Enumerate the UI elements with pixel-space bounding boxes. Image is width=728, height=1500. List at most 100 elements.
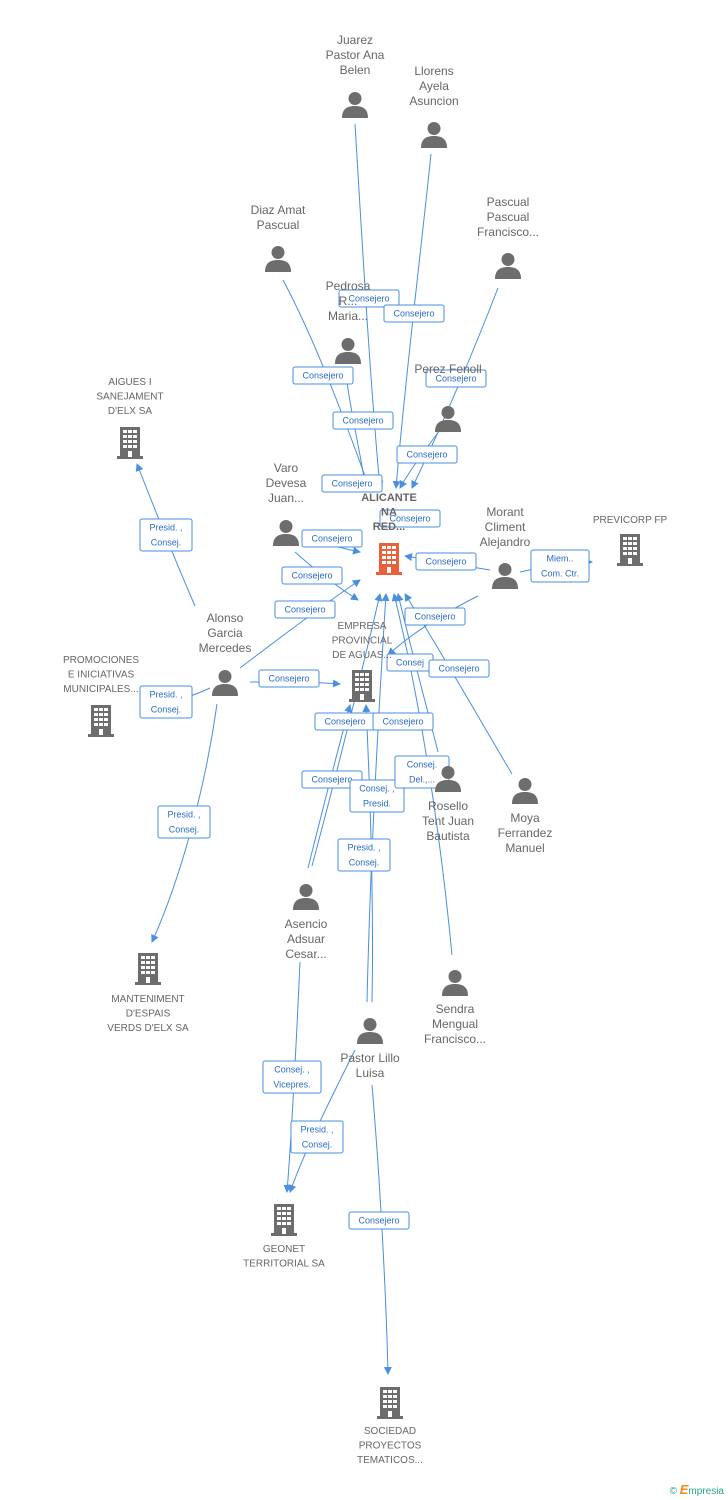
edge-label-badge[interactable]: Consejero: [301, 529, 363, 548]
node-varo[interactable]: VaroDevesaJuan...: [266, 461, 307, 546]
person-icon: [273, 520, 299, 546]
edge-label-text: Presid.: [363, 799, 391, 809]
person-icon: [335, 338, 361, 364]
edge-label-text: Vicepres.: [273, 1080, 310, 1090]
brand-logo-letter: E: [679, 1482, 689, 1497]
node-asencio[interactable]: AsencioAdsuarCesar...: [285, 884, 328, 961]
edge-label-badge[interactable]: Consejero: [379, 509, 441, 528]
edge-label-text: Consej.: [151, 538, 182, 548]
edge-label-badge[interactable]: Consejero: [332, 411, 394, 430]
edge-label-badge[interactable]: Consejero: [292, 366, 354, 385]
node-pascual[interactable]: PascualPascualFrancisco...: [477, 195, 539, 279]
person-icon: [492, 563, 518, 589]
brand-watermark: © Empresia: [670, 1482, 724, 1497]
edge-label-badge[interactable]: Presid. ,Consej.: [139, 685, 193, 719]
node-label-line: Mengual: [432, 1017, 478, 1031]
node-label-line: Tent Juan: [422, 814, 474, 828]
building-icon: [88, 705, 114, 737]
edge-label-badge[interactable]: Consej: [386, 653, 434, 672]
edge-label-badge[interactable]: Consejero: [415, 552, 477, 571]
person-icon: [512, 778, 538, 804]
node-label-line: EMPRESA: [338, 621, 387, 632]
edge-label-box: [404, 607, 466, 626]
node-perez[interactable]: Perez Fenoll: [414, 362, 482, 432]
node-label-line: Juan...: [268, 491, 304, 505]
node-label-line: Alejandro: [480, 535, 531, 549]
node-label-line: Alonso: [207, 611, 244, 625]
edge-label-badge[interactable]: Consej. ,Vicepres.: [262, 1060, 322, 1094]
edge-label-badge[interactable]: Consej. ,Presid.: [349, 779, 405, 813]
edge-label-badge[interactable]: Presid. ,Consej.: [290, 1120, 344, 1154]
edge-label-badge[interactable]: Consejero: [348, 1211, 410, 1230]
edge-label-badge[interactable]: Presid. ,Consej.: [139, 518, 193, 552]
node-label-line: Pedrosa: [326, 279, 371, 293]
edge-label-text: Presid. ,: [167, 810, 200, 820]
edge-label-box: [337, 838, 391, 872]
edge-label-badge[interactable]: Consejero: [383, 304, 445, 323]
edge-label-box: [338, 289, 400, 308]
edge-label-badge[interactable]: Consejero: [425, 369, 487, 388]
node-label-line: Rosello: [428, 799, 468, 813]
node-sendra[interactable]: SendraMengualFrancisco...: [424, 970, 486, 1046]
person-icon: [342, 92, 368, 118]
node-label-line: D'ESPAIS: [126, 1009, 171, 1020]
node-label-line: MANTENIMENT: [111, 994, 184, 1005]
node-focus[interactable]: ALICANTENARED...: [361, 492, 417, 575]
edge-label-badge[interactable]: Consejero: [258, 669, 320, 688]
edge-label-badge[interactable]: Consejero: [404, 607, 466, 626]
node-label-line: Morant: [486, 505, 524, 519]
edge-label-text: Consejero: [393, 309, 434, 319]
edge-label-badge[interactable]: Consejero: [338, 289, 400, 308]
person-icon: [293, 884, 319, 910]
edge-label-badge[interactable]: Miem..Com. Ctr.: [530, 549, 590, 583]
edge-label-badge[interactable]: Consejero: [274, 600, 336, 619]
edge-label-text: Consejero: [311, 534, 352, 544]
edge-label-badge[interactable]: Consejero: [314, 712, 376, 731]
node-label-line: PROYECTOS: [359, 1441, 422, 1452]
edge-label-text: Consejero: [382, 717, 423, 727]
brand-logo-text: mpresia: [688, 1486, 724, 1497]
node-label-line: R...: [339, 294, 358, 308]
edge-label-badge[interactable]: Presid. ,Consej.: [337, 838, 391, 872]
node-previcorp[interactable]: PREVICORP FP: [593, 515, 668, 566]
edge-label-badge[interactable]: Presid. ,Consej.: [157, 805, 211, 839]
node-sociedad[interactable]: SOCIEDADPROYECTOSTEMATICOS...: [357, 1387, 423, 1466]
edge-label-badge[interactable]: Consejero: [396, 445, 458, 464]
edge-label-box: [383, 304, 445, 323]
edge-label-text: Consejero: [268, 674, 309, 684]
person-icon: [435, 406, 461, 432]
node-label-line: Asencio: [285, 917, 328, 931]
edge-label-badge[interactable]: Consejero: [281, 566, 343, 585]
edge-label-box: [348, 1211, 410, 1230]
node-label-line: Llorens: [414, 64, 453, 78]
edge-label-badge[interactable]: Consejero: [372, 712, 434, 731]
edge-label-badge[interactable]: Consejero: [428, 659, 490, 678]
person-icon: [212, 670, 238, 696]
edge-label-badge[interactable]: Consej.Del.,...: [394, 755, 450, 789]
node-label-line: TERRITORIAL SA: [243, 1259, 325, 1270]
node-pedrosa[interactable]: PedrosaR...Maria...: [326, 279, 371, 364]
edge-label-text: Consejero: [406, 450, 447, 460]
edge-label-badge[interactable]: Consejero: [321, 474, 383, 493]
edge-pastor-sociedad: [371, 1084, 392, 1375]
node-label-line: AIGUES I: [108, 377, 151, 388]
node-label-line: Ayela: [419, 79, 449, 93]
edge-label-box: [428, 659, 490, 678]
edge-label-text: Consejero: [348, 294, 389, 304]
edge-label-text: Consejero: [438, 664, 479, 674]
edge-label-box: [274, 600, 336, 619]
